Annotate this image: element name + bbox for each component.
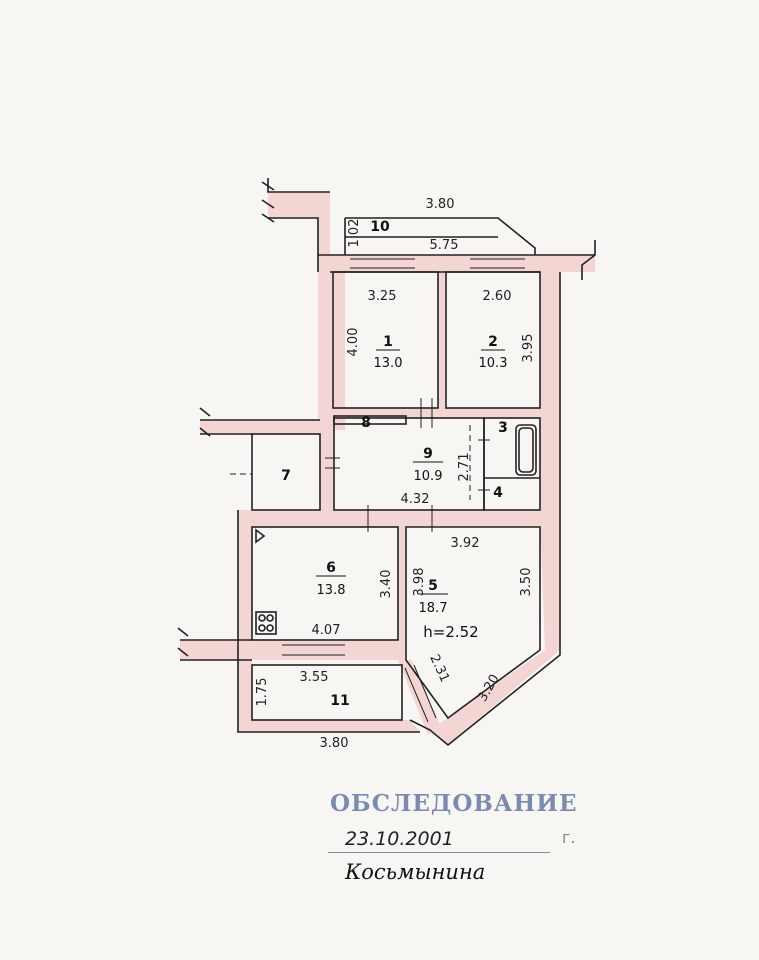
dimension: 3.92 xyxy=(451,536,480,551)
dimension: 3.40 xyxy=(379,570,394,599)
dimension: 2.71 xyxy=(457,453,472,482)
dimension: 4.32 xyxy=(401,492,430,507)
room-area: 10.9 xyxy=(414,469,443,484)
dimension: 4.07 xyxy=(312,623,341,638)
dimension: 3.98 xyxy=(412,568,427,597)
inspection-stamp-title: ОБСЛЕДОВАНИЕ xyxy=(330,790,578,817)
ceiling-height: h=2.52 xyxy=(423,623,478,641)
dimension: 1.75 xyxy=(255,678,270,707)
dimension: 3.95 xyxy=(521,334,536,363)
inspector-signature: Косьмынина xyxy=(345,860,486,884)
wall-lines xyxy=(177,178,596,747)
room-number: 8 xyxy=(361,415,371,431)
inspection-date: 23.10.2001 xyxy=(345,828,454,850)
room-labels: 1 13.0 2 10.3 3 4 5 18.7 6 13.8 7 8 9 10… xyxy=(281,219,508,709)
room-number: 6 xyxy=(326,560,336,576)
year-suffix: г. xyxy=(562,828,576,847)
dimension: 3.50 xyxy=(519,568,534,597)
room-number: 10 xyxy=(370,219,390,235)
dimension: 5.75 xyxy=(430,238,459,253)
dimension: 3.80 xyxy=(320,736,349,751)
room-number: 11 xyxy=(330,693,349,709)
room-number: 4 xyxy=(493,485,503,501)
room-area: 10.3 xyxy=(479,356,508,371)
room-number: 3 xyxy=(498,420,508,436)
dimension: 4.00 xyxy=(346,328,361,357)
room-number: 2 xyxy=(488,334,498,350)
dimension: 2.60 xyxy=(483,289,512,304)
stamp-underline xyxy=(328,852,550,853)
room-number: 7 xyxy=(281,468,291,484)
room-area: 18.7 xyxy=(419,601,448,616)
room-area: 13.0 xyxy=(374,356,403,371)
dimension: 2.31 xyxy=(426,652,452,685)
dimension-labels: 3.80 1.02 5.75 3.25 4.00 2.60 3.95 2.71 … xyxy=(255,197,536,751)
dimension: 3.55 xyxy=(300,670,329,685)
dimension: 3.25 xyxy=(368,289,397,304)
room-number: 1 xyxy=(383,334,393,350)
room-number: 5 xyxy=(428,578,438,594)
room-number: 9 xyxy=(423,446,433,462)
dimension: 3.80 xyxy=(426,197,455,212)
dimension: 1.02 xyxy=(347,219,362,248)
room-area: 13.8 xyxy=(317,583,346,598)
